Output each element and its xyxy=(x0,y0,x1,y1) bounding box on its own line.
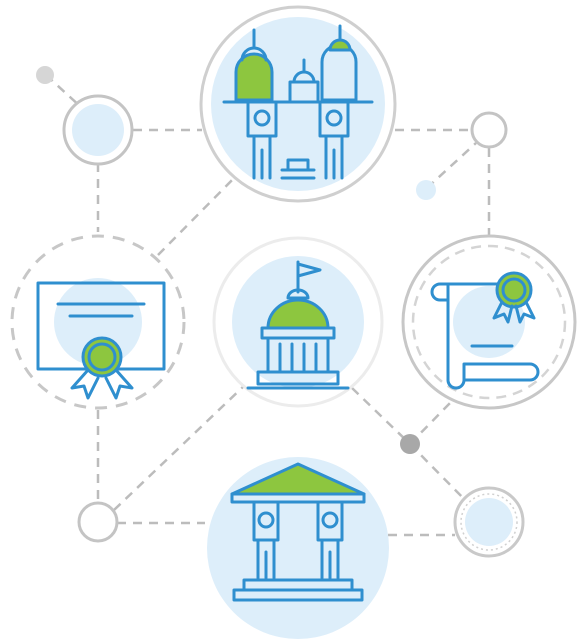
people-holding-buildings-icon xyxy=(222,24,374,180)
certificate-with-seal-icon xyxy=(36,281,166,400)
pillared-institution-icon xyxy=(230,462,366,602)
people-holding-buildings-node xyxy=(199,5,397,203)
small-gray-dot xyxy=(36,66,54,84)
node-fill xyxy=(211,17,385,191)
connector-line xyxy=(409,443,469,504)
node-fill xyxy=(54,278,142,366)
small-dark-dot xyxy=(400,434,420,454)
hollow-node-top-right xyxy=(470,111,508,149)
connector-line xyxy=(351,387,411,445)
connector-line xyxy=(157,169,243,256)
scroll-diploma-icon xyxy=(430,271,540,390)
scroll-diploma-node xyxy=(401,234,577,410)
capitol-node xyxy=(212,236,384,408)
certificate-node xyxy=(10,234,186,410)
connector-lines xyxy=(45,74,491,537)
ring-node-fill xyxy=(72,104,124,156)
connector-line xyxy=(113,384,246,511)
ring-node-dotted-ring xyxy=(460,493,518,551)
small-blue-dot xyxy=(416,180,436,200)
node-inner-dashed-ring xyxy=(411,244,567,400)
connector-line xyxy=(426,142,477,189)
pillared-institution-node xyxy=(207,457,389,639)
ring-node-fill xyxy=(465,498,513,546)
hollow-node-bottom-left xyxy=(77,501,119,543)
capitol-dome-icon xyxy=(246,260,350,390)
